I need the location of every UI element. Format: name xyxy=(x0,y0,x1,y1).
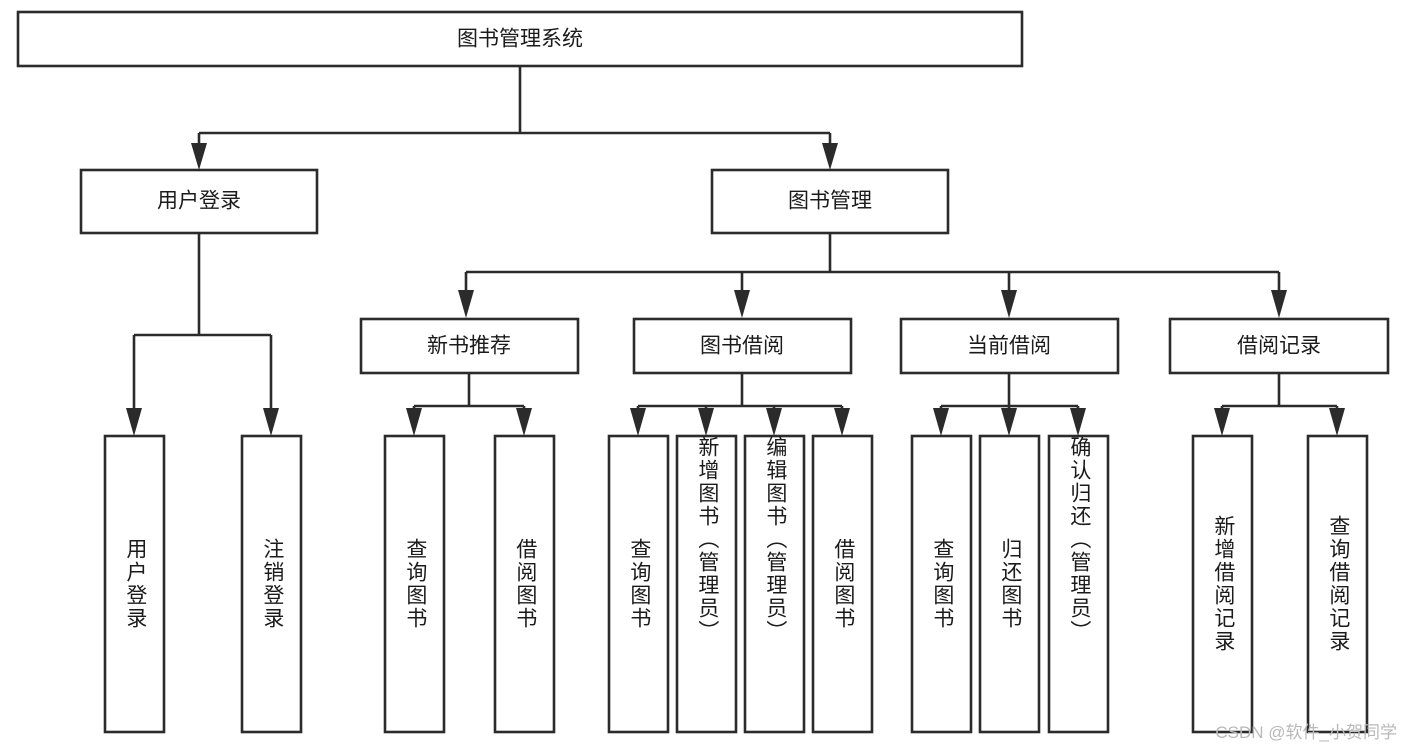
connector-group-current-borrow xyxy=(933,373,1086,436)
arrowhead-leaf-user-login xyxy=(126,408,142,436)
arrowhead-leaf-add-record xyxy=(1214,408,1230,436)
node-root[interactable]: 图书管理系统 xyxy=(16,10,1024,68)
node-current-borrow-box[interactable] xyxy=(899,317,1120,375)
node-book-borrow-label: 图书借阅 xyxy=(700,335,784,358)
connector-group-user-login xyxy=(126,233,279,436)
arrowhead-new-book-recommend xyxy=(458,290,474,318)
arrowhead-leaf-edit-book xyxy=(766,408,782,436)
node-borrow-record[interactable]: 借阅记录 xyxy=(1168,317,1390,375)
node-user-login[interactable]: 用户登录 xyxy=(79,168,319,235)
csdn-watermark: CSDN @软件_小贺同学 xyxy=(1215,723,1397,742)
arrowhead-leaf-query-book-3 xyxy=(933,408,949,436)
node-user-login-box[interactable] xyxy=(79,168,319,235)
node-new-book-recommend[interactable]: 新书推荐 xyxy=(359,317,580,375)
node-new-book-recommend-box[interactable] xyxy=(359,317,580,375)
arrowhead-leaf-borrow-book-1 xyxy=(516,408,532,436)
leaf-add-book-box[interactable] xyxy=(675,434,738,734)
arrowhead-current-borrow xyxy=(1001,290,1017,318)
leaf-return-book-box[interactable] xyxy=(978,434,1041,734)
node-current-borrow-label: 当前借阅 xyxy=(967,335,1051,358)
node-book-management-box[interactable] xyxy=(710,168,950,235)
connector-group-new-book-recommend xyxy=(406,373,532,436)
arrowhead-book-borrow xyxy=(734,290,750,318)
node-borrow-record-box[interactable] xyxy=(1168,317,1390,375)
leaf-query-book-1-box[interactable] xyxy=(383,434,446,734)
arrowhead-leaf-query-record xyxy=(1329,408,1345,436)
arrowhead-leaf-query-book-1 xyxy=(406,408,422,436)
leaf-query-book-2-box[interactable] xyxy=(607,434,670,734)
arrowhead-book-management xyxy=(822,143,838,170)
node-book-management[interactable]: 图书管理 xyxy=(710,168,950,235)
node-current-borrow[interactable]: 当前借阅 xyxy=(899,317,1120,375)
arrowhead-leaf-add-book xyxy=(698,408,714,436)
arrowhead-leaf-user-logout xyxy=(263,408,279,436)
node-root-label: 图书管理系统 xyxy=(457,28,583,51)
node-root-box[interactable] xyxy=(16,10,1024,68)
connector-group-borrow-record xyxy=(1214,373,1345,436)
arrowhead-leaf-confirm-return xyxy=(1070,408,1086,436)
leaf-query-book-3-box[interactable] xyxy=(910,434,973,734)
leaf-borrow-book-2-box[interactable] xyxy=(811,434,874,734)
leaf-add-record-box[interactable] xyxy=(1191,434,1254,734)
leaf-confirm-return-box[interactable] xyxy=(1047,434,1110,734)
leaf-user-login-box[interactable] xyxy=(103,434,166,734)
arrowhead-leaf-return-book xyxy=(1001,408,1017,436)
arrowhead-borrow-record xyxy=(1271,290,1287,318)
connector-group-root xyxy=(191,66,838,170)
node-book-management-label: 图书管理 xyxy=(788,190,872,213)
leaf-query-record-box[interactable] xyxy=(1306,434,1369,734)
node-user-login-label: 用户登录 xyxy=(157,190,241,213)
leaf-edit-book-box[interactable] xyxy=(743,434,806,734)
arrowhead-leaf-query-book-2 xyxy=(630,408,646,436)
arrowhead-user-login xyxy=(191,143,207,170)
node-borrow-record-label: 借阅记录 xyxy=(1237,335,1321,358)
connector-group-book-borrow xyxy=(630,373,850,436)
leaf-user-logout-box[interactable] xyxy=(240,434,303,734)
arrowhead-leaf-borrow-book-2 xyxy=(834,408,850,436)
connector-group-book-management xyxy=(458,233,1287,318)
node-new-book-recommend-label: 新书推荐 xyxy=(427,335,511,358)
node-book-borrow-box[interactable] xyxy=(632,317,853,375)
leaf-borrow-book-1-box[interactable] xyxy=(493,434,556,734)
node-book-borrow[interactable]: 图书借阅 xyxy=(632,317,853,375)
